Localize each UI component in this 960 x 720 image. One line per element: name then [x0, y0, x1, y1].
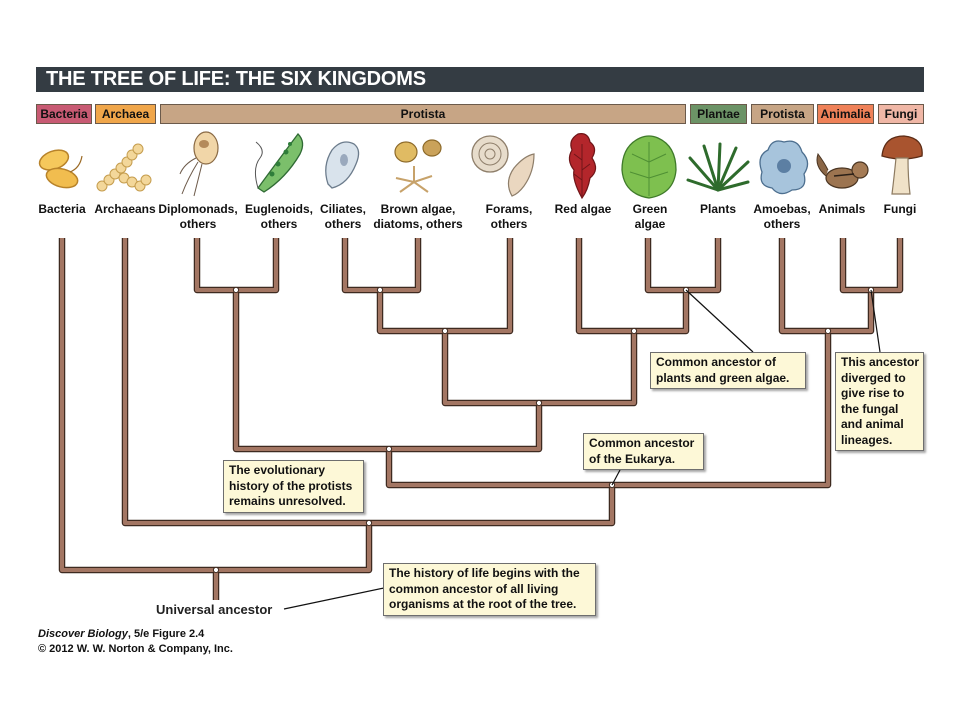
taxon-label-forams: Forams,others	[485, 202, 533, 231]
taxon-label-plants: Plants	[699, 202, 736, 216]
node-dot	[212, 566, 220, 574]
node-dot	[232, 286, 240, 294]
kingdom-plantae: Plantae	[690, 104, 747, 124]
kingdom-label: Fungi	[884, 107, 918, 121]
euglenoid-icon	[254, 133, 304, 193]
copyright: © 2012 W. W. Norton & Company, Inc.	[38, 643, 233, 655]
red-algae-icon	[568, 133, 597, 200]
foram-icon	[471, 135, 535, 197]
node-dot	[535, 399, 543, 407]
node-dot	[385, 445, 393, 453]
ciliate-icon	[325, 141, 360, 189]
kingdom-label: Plantae	[697, 107, 740, 121]
taxon-label-brown-algae: Brown algae,diatoms, others	[373, 202, 463, 231]
universal-ancestor-label: Universal ancestor	[156, 602, 273, 617]
taxon-label-fungi: Fungi	[883, 202, 917, 216]
kingdom-bacteria: Bacteria	[36, 104, 92, 124]
leader-line	[611, 469, 621, 486]
taxon-label-archaeans: Archaeans	[94, 202, 156, 216]
book-title: Discover Biology	[38, 628, 128, 640]
node-dot	[630, 327, 638, 335]
node-dot	[376, 286, 384, 294]
taxon-label-diplomonads: Diplomonads,others	[158, 202, 238, 231]
leader-line	[870, 289, 881, 353]
kingdom-fungi: Fungi	[878, 104, 924, 124]
taxon-label-amoebas: Amoebas,others	[753, 202, 811, 231]
kingdom-label: Bacteria	[40, 107, 88, 121]
node-dot	[365, 519, 373, 527]
node-dot	[824, 327, 832, 335]
figure-number: , 5/e Figure 2.4	[127, 628, 205, 640]
kingdom-label: Protista	[760, 107, 805, 121]
green-algae-icon	[621, 135, 677, 199]
archaea-icon	[96, 143, 152, 192]
mushroom-icon	[881, 135, 923, 195]
figure-title: THE TREE OF LIFE: THE SIX KINGDOMS	[46, 68, 426, 90]
kingdom-archaea: Archaea	[95, 104, 156, 124]
title-bar: THE TREE OF LIFE: THE SIX KINGDOMS	[36, 67, 924, 92]
taxon-label-animals: Animals	[818, 202, 866, 216]
brown-algae-icon	[394, 139, 442, 193]
plant-fern-icon	[686, 142, 750, 192]
taxon-label-red-algae: Red algae	[554, 202, 612, 216]
amoeba-icon	[759, 140, 809, 195]
chipmunk-icon	[816, 152, 869, 189]
kingdom-label: Animalia	[820, 107, 871, 121]
node-dot	[441, 327, 449, 335]
kingdom-label: Protista	[400, 107, 446, 121]
kingdom-animalia: Animalia	[817, 104, 874, 124]
taxon-label-ciliates: Ciliates,others	[319, 202, 367, 231]
taxon-label-bacteria: Bacteria	[38, 202, 86, 216]
bacteria-icon	[38, 149, 83, 189]
taxon-label-euglenoids: Euglenoids,others	[244, 202, 313, 231]
kingdom-protista-2: Protista	[751, 104, 814, 124]
kingdom-protista: Protista	[160, 104, 686, 124]
kingdom-label: Archaea	[101, 107, 150, 121]
leader-line	[685, 289, 754, 353]
leader-line	[283, 587, 385, 610]
figure-citation: Discover Biology, 5/e Figure 2.4	[38, 627, 204, 641]
diplomonad-icon	[179, 131, 219, 197]
